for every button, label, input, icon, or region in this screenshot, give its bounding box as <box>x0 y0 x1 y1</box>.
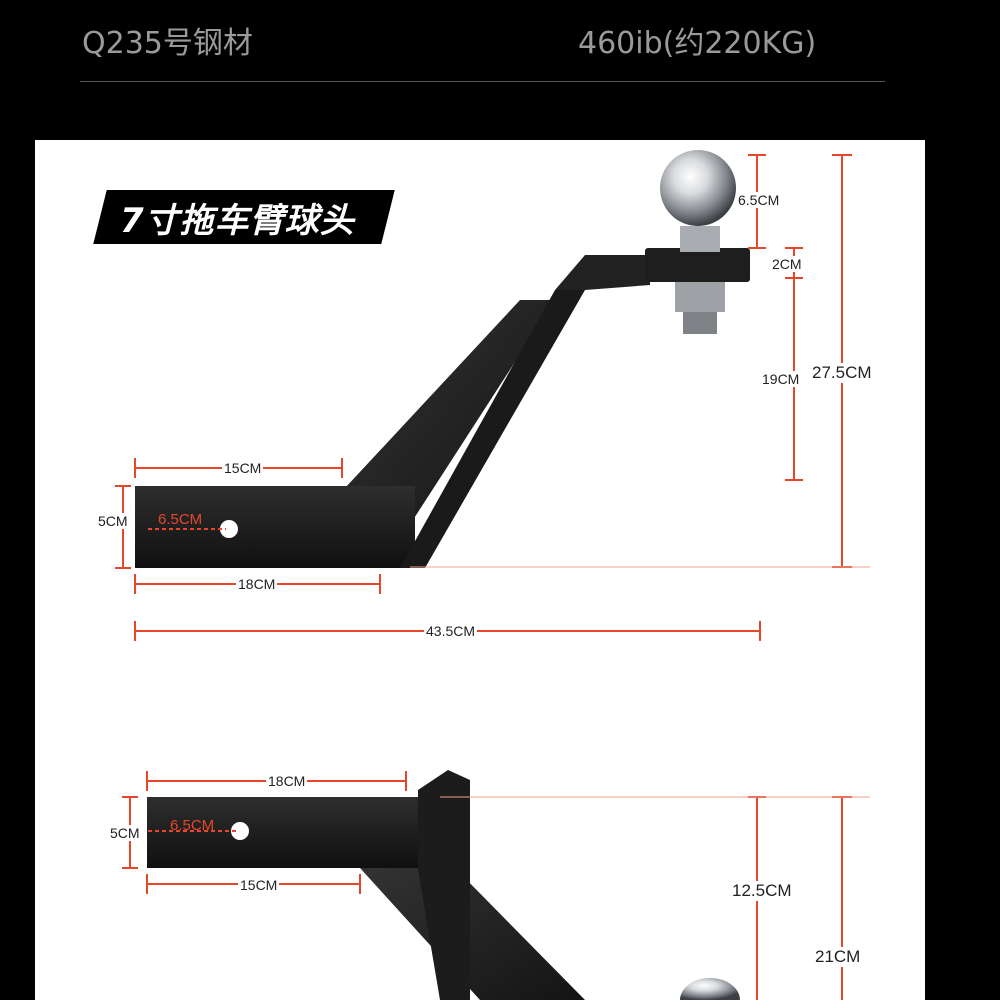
capacity-spec: 460ib(约220KG) <box>578 26 817 61</box>
lock-nut <box>675 282 725 312</box>
lower-gusset-plate <box>360 868 585 1000</box>
total-length-label: 43.5CM <box>424 623 478 639</box>
material-spec: Q235号钢材 <box>82 26 253 61</box>
tube-height-label: 5CM <box>96 513 130 529</box>
hole-diameter-label: 6.5CM <box>158 511 203 528</box>
lower-receiver-tube <box>147 797 440 868</box>
spec-header: Q235号钢材 460ib(约220KG) <box>0 0 1000 140</box>
lower-drop-shank <box>418 770 470 1000</box>
ball-height-label: 6.5CM <box>736 192 782 208</box>
pin-hole <box>220 520 238 538</box>
drop-height-label: 12.5CM <box>730 881 794 901</box>
receiver-tube <box>135 486 415 568</box>
plate-thickness-label: 2CM <box>770 256 804 272</box>
ball-collar <box>680 226 720 252</box>
lower-tow-ball <box>680 978 740 1000</box>
lower-total-label: 21CM <box>813 947 863 967</box>
lower-hole-diameter-label: 6.5CM <box>170 817 215 834</box>
lower-tube-height-label: 5CM <box>108 825 142 841</box>
tow-ball <box>660 150 736 226</box>
bottom-hitch <box>147 770 740 1000</box>
lower-tube-top-length-label: 18CM <box>266 773 308 789</box>
ball-mount-plate <box>645 248 750 282</box>
product-title: 7寸拖车臂球头 <box>120 201 355 241</box>
tube-bottom-length-label: 18CM <box>236 576 278 592</box>
total-height-label: 27.5CM <box>810 363 874 383</box>
header-divider <box>80 81 885 82</box>
shank-length-label: 19CM <box>760 371 802 387</box>
top-hitch <box>135 150 750 568</box>
drop-shank <box>400 290 585 568</box>
lower-tube-bottom-length-label: 15CM <box>238 877 280 893</box>
right-margin <box>925 140 1000 1000</box>
gusset-plate <box>345 300 555 540</box>
reference-lines <box>410 566 870 798</box>
threaded-shaft <box>683 312 717 334</box>
shank-bend <box>555 255 650 290</box>
tube-top-length-label: 15CM <box>222 460 264 476</box>
lower-pin-hole <box>231 822 249 840</box>
